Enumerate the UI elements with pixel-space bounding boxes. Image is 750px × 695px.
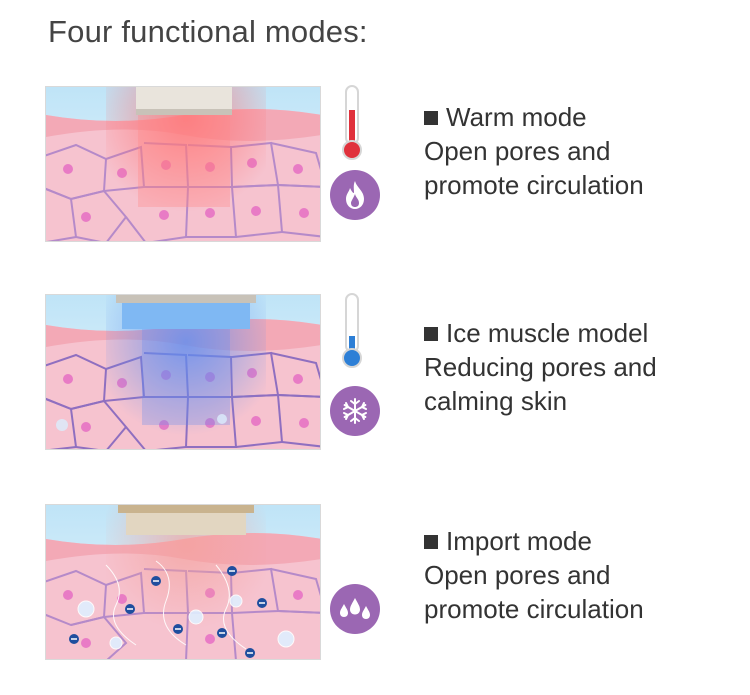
mode-title: Warm mode: [446, 102, 587, 132]
mode-title: Ice muscle model: [446, 318, 649, 348]
mode-desc-line-1: Open pores and: [424, 136, 611, 166]
bullet-square-icon: [424, 327, 438, 341]
ice-skin-illustration: [45, 294, 321, 450]
mode-desc-line-1: Reducing pores and: [424, 352, 657, 382]
bullet-square-icon: [424, 111, 438, 125]
warm-skin-illustration: [45, 86, 321, 242]
mode-desc-line-2: promote circulation: [424, 170, 644, 200]
mode-desc-line-1: Open pores and: [424, 560, 611, 590]
mode-title: Import mode: [446, 526, 592, 556]
bullet-square-icon: [424, 535, 438, 549]
mode-row-ice: Ice muscle model Reducing pores and calm…: [0, 292, 750, 452]
page-title: Four functional modes:: [48, 14, 368, 49]
mode-title-line: Ice muscle model: [424, 316, 657, 350]
droplets-icon: [330, 584, 380, 634]
mode-caption-ice: Ice muscle model Reducing pores and calm…: [424, 316, 657, 418]
mode-title-line: Warm mode: [424, 100, 644, 134]
mode-caption-import: Import mode Open pores and promote circu…: [424, 524, 644, 626]
mode-title-line: Import mode: [424, 524, 644, 558]
mode-row-warm: Warm mode Open pores and promote circula…: [0, 84, 750, 244]
mode-row-import: Import mode Open pores and promote circu…: [0, 502, 750, 662]
mode-caption-warm: Warm mode Open pores and promote circula…: [424, 100, 644, 202]
mode-desc-line-2: calming skin: [424, 386, 568, 416]
snowflake-icon: [330, 386, 380, 436]
import-skin-illustration: [45, 504, 321, 660]
flame-icon: [330, 170, 380, 220]
thermometer-cold-icon: [338, 292, 366, 375]
thermometer-warm-icon: [338, 84, 366, 167]
mode-desc-line-2: promote circulation: [424, 594, 644, 624]
